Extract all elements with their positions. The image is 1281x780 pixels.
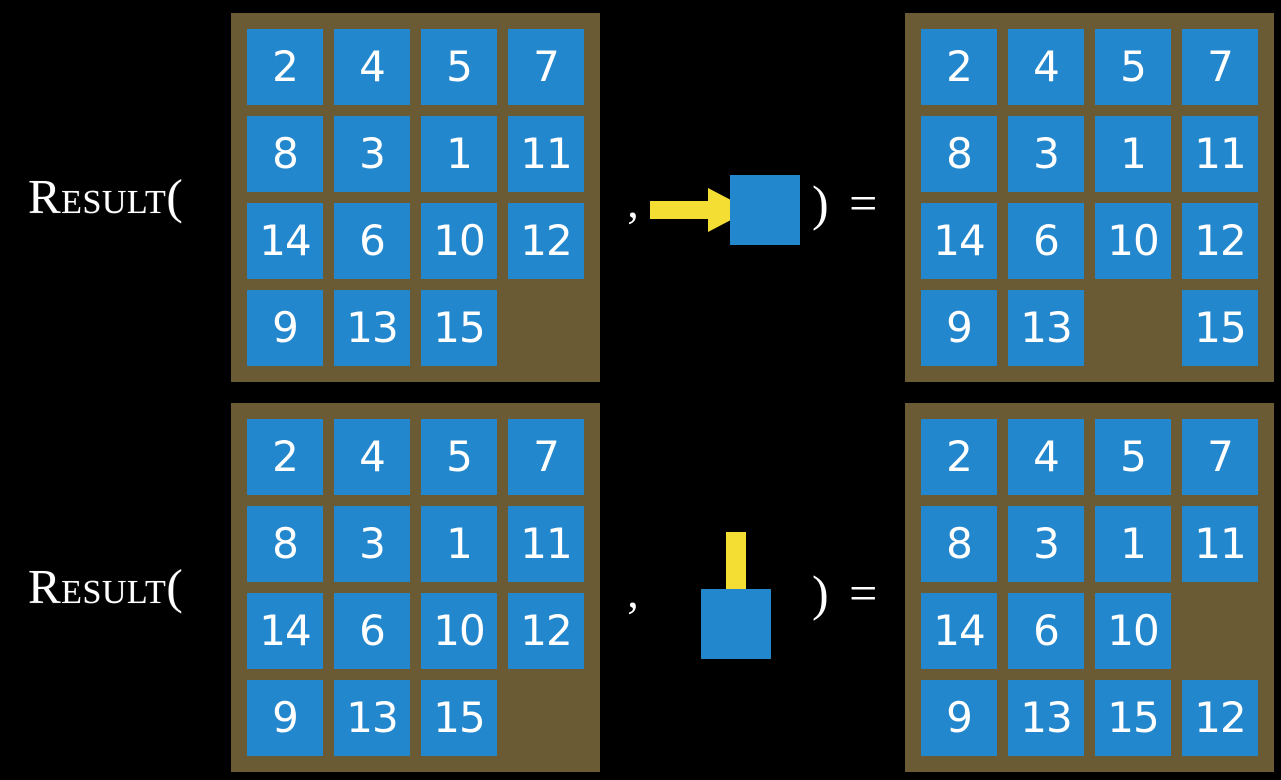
puzzle-board-after: 2 4 5 7 8 3 1 11 14 6 10 12 9 13 15 bbox=[905, 13, 1274, 382]
tile[interactable]: 6 bbox=[1008, 593, 1084, 669]
blank-square-marker bbox=[730, 175, 800, 245]
tile[interactable]: 11 bbox=[1182, 116, 1258, 192]
tile[interactable]: 15 bbox=[1095, 680, 1171, 756]
arrow-right-icon bbox=[650, 188, 750, 232]
tile[interactable]: 2 bbox=[247, 29, 323, 105]
tile[interactable]: 10 bbox=[421, 203, 497, 279]
tile[interactable]: 6 bbox=[334, 593, 410, 669]
puzzle-grid-after: 2 4 5 7 8 3 1 11 14 6 10 9 13 15 12 bbox=[921, 419, 1258, 756]
tile[interactable]: 4 bbox=[1008, 29, 1084, 105]
tile[interactable]: 8 bbox=[247, 506, 323, 582]
tile[interactable]: 9 bbox=[247, 680, 323, 756]
tile[interactable]: 12 bbox=[1182, 203, 1258, 279]
tile[interactable]: 9 bbox=[921, 680, 997, 756]
tile[interactable]: 8 bbox=[921, 116, 997, 192]
blank-square-marker bbox=[701, 589, 771, 659]
tile[interactable]: 4 bbox=[334, 29, 410, 105]
tile[interactable]: 13 bbox=[1008, 290, 1084, 366]
blank-slot[interactable] bbox=[508, 290, 584, 366]
tile[interactable]: 1 bbox=[1095, 116, 1171, 192]
puzzle-grid-before: 2 4 5 7 8 3 1 11 14 6 10 12 9 13 15 bbox=[247, 419, 584, 756]
tile[interactable]: 5 bbox=[1095, 29, 1171, 105]
tile[interactable]: 1 bbox=[421, 506, 497, 582]
tile[interactable]: 3 bbox=[334, 506, 410, 582]
close-paren-equals: ) = bbox=[812, 175, 882, 231]
tile[interactable]: 6 bbox=[1008, 203, 1084, 279]
tile[interactable]: 1 bbox=[1095, 506, 1171, 582]
tile[interactable]: 12 bbox=[1182, 680, 1258, 756]
tile[interactable]: 11 bbox=[1182, 506, 1258, 582]
puzzle-grid-before: 2 4 5 7 8 3 1 11 14 6 10 12 9 13 15 bbox=[247, 29, 584, 366]
tile[interactable]: 7 bbox=[1182, 419, 1258, 495]
blank-slot[interactable] bbox=[1182, 593, 1258, 669]
tile[interactable]: 14 bbox=[247, 203, 323, 279]
close-paren-equals: ) = bbox=[812, 565, 882, 621]
tile[interactable]: 12 bbox=[508, 203, 584, 279]
tile[interactable]: 14 bbox=[921, 593, 997, 669]
equation-move-right: Result( 2 4 5 7 8 3 1 11 14 6 10 12 9 13… bbox=[28, 13, 1274, 382]
tile[interactable]: 14 bbox=[921, 203, 997, 279]
puzzle-grid-after: 2 4 5 7 8 3 1 11 14 6 10 12 9 13 15 bbox=[921, 29, 1258, 366]
equation-move-down: Result( 2 4 5 7 8 3 1 11 14 6 10 12 9 13… bbox=[0, 390, 1281, 780]
tile[interactable]: 2 bbox=[247, 419, 323, 495]
tile[interactable]: 5 bbox=[1095, 419, 1171, 495]
tile[interactable]: 9 bbox=[921, 290, 997, 366]
tile[interactable]: 7 bbox=[508, 419, 584, 495]
argument-separator-comma: , bbox=[627, 566, 639, 617]
tile[interactable]: 15 bbox=[421, 290, 497, 366]
tile[interactable]: 12 bbox=[508, 593, 584, 669]
tile[interactable]: 7 bbox=[1182, 29, 1258, 105]
tile[interactable]: 8 bbox=[921, 506, 997, 582]
tile[interactable]: 9 bbox=[247, 290, 323, 366]
tile[interactable]: 14 bbox=[247, 593, 323, 669]
tile[interactable]: 2 bbox=[921, 29, 997, 105]
tile[interactable]: 10 bbox=[1095, 593, 1171, 669]
tile[interactable]: 5 bbox=[421, 419, 497, 495]
blank-slot[interactable] bbox=[508, 680, 584, 756]
tile[interactable]: 5 bbox=[421, 29, 497, 105]
puzzle-board-before: 2 4 5 7 8 3 1 11 14 6 10 12 9 13 15 bbox=[231, 403, 600, 772]
puzzle-board-after: 2 4 5 7 8 3 1 11 14 6 10 9 13 15 12 bbox=[905, 403, 1274, 772]
tile[interactable]: 15 bbox=[421, 680, 497, 756]
tile[interactable]: 4 bbox=[334, 419, 410, 495]
argument-separator-comma: , bbox=[627, 176, 639, 227]
tile[interactable]: 11 bbox=[508, 116, 584, 192]
tile[interactable]: 10 bbox=[421, 593, 497, 669]
tile[interactable]: 3 bbox=[1008, 506, 1084, 582]
tile[interactable]: 6 bbox=[334, 203, 410, 279]
tile[interactable]: 7 bbox=[508, 29, 584, 105]
tile[interactable]: 11 bbox=[508, 506, 584, 582]
tile[interactable]: 2 bbox=[921, 419, 997, 495]
result-function-label: Result( bbox=[28, 559, 184, 614]
tile[interactable]: 13 bbox=[1008, 680, 1084, 756]
blank-slot[interactable] bbox=[1095, 290, 1171, 366]
tile[interactable]: 1 bbox=[421, 116, 497, 192]
tile[interactable]: 4 bbox=[1008, 419, 1084, 495]
tile[interactable]: 13 bbox=[334, 290, 410, 366]
tile[interactable]: 3 bbox=[334, 116, 410, 192]
result-function-label: Result( bbox=[28, 169, 184, 224]
action-move-right[interactable] bbox=[640, 150, 820, 270]
tile[interactable]: 8 bbox=[247, 116, 323, 192]
action-move-down[interactable] bbox=[640, 532, 820, 660]
tile[interactable]: 10 bbox=[1095, 203, 1171, 279]
tile[interactable]: 13 bbox=[334, 680, 410, 756]
tile[interactable]: 3 bbox=[1008, 116, 1084, 192]
puzzle-board-before: 2 4 5 7 8 3 1 11 14 6 10 12 9 13 15 bbox=[231, 13, 600, 382]
tile[interactable]: 15 bbox=[1182, 290, 1258, 366]
